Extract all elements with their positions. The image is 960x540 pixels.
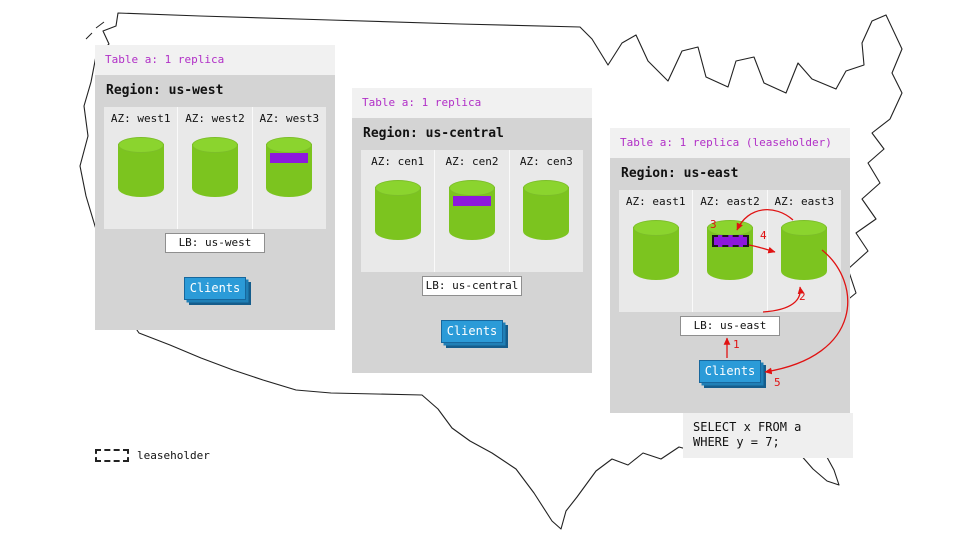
az-label: AZ: east3 <box>774 195 835 208</box>
cylinder-top <box>448 180 495 196</box>
sql-query-box: SELECT x FROM a WHERE y = 7; <box>683 413 853 458</box>
replica-cylinder <box>117 137 164 197</box>
arrow-step-label-2: 2 <box>799 290 806 303</box>
replica-cylinder <box>523 180 570 240</box>
table-a-replica-band <box>452 196 491 206</box>
sql-query-line-2: WHERE y = 7; <box>693 435 780 449</box>
az-column-cen2: AZ: cen2 <box>435 150 510 272</box>
az-box: AZ: east1 AZ: east2 AZ: east3 <box>619 190 841 312</box>
az-box: AZ: cen1 AZ: cen2 AZ: cen3 <box>361 150 583 272</box>
clients-button: Clients <box>441 320 503 343</box>
leaseholder-legend-label: leaseholder <box>137 449 210 462</box>
table-a-replica-band <box>270 153 309 163</box>
az-label: AZ: cen2 <box>445 155 499 168</box>
region-label: Region: us-central <box>363 126 504 141</box>
az-label: AZ: east1 <box>625 195 686 208</box>
clients-button: Clients <box>699 360 761 383</box>
load-balancer-box: LB: us-central <box>422 276 522 296</box>
cylinder-top <box>781 220 828 236</box>
cylinder-top <box>374 180 421 196</box>
load-balancer-box: LB: us-east <box>680 316 780 336</box>
table-replica-leaseholder-label: Table a: 1 replica (leaseholder) <box>610 128 850 158</box>
region-label: Region: us-east <box>621 166 739 181</box>
sql-query-line-1: SELECT x FROM a <box>693 420 802 434</box>
replica-cylinder <box>706 220 753 280</box>
leaseholder-replica-band <box>711 235 749 247</box>
coast-islands <box>85 21 105 40</box>
az-label: AZ: cen3 <box>519 155 573 168</box>
az-label: AZ: west1 <box>110 112 171 125</box>
replica-cylinder <box>448 180 495 240</box>
az-column-cen3: AZ: cen3 <box>510 150 583 272</box>
cylinder-top <box>117 137 164 153</box>
replica-cylinder <box>191 137 238 197</box>
region-panel-us-east: Table a: 1 replica (leaseholder) Region:… <box>610 128 850 413</box>
replica-cylinder <box>266 137 313 197</box>
az-label: AZ: east2 <box>700 195 760 208</box>
az-column-west2: AZ: west2 <box>178 107 253 229</box>
clients-button: Clients <box>184 277 246 300</box>
arrow-step-label-5: 5 <box>774 376 781 389</box>
az-column-east2: AZ: east2 <box>693 190 768 312</box>
az-column-west1: AZ: west1 <box>104 107 179 229</box>
az-column-east1: AZ: east1 <box>619 190 694 312</box>
cylinder-top <box>523 180 570 196</box>
cylinder-top <box>266 137 313 153</box>
cylinder-top <box>191 137 238 153</box>
arrow-step-label-4: 4 <box>760 229 767 242</box>
az-label: AZ: west3 <box>259 112 320 125</box>
arrow-step-label-3: 3 <box>710 218 717 231</box>
load-balancer-box: LB: us-west <box>165 233 265 253</box>
replica-cylinder <box>632 220 679 280</box>
region-panel-us-west: Table a: 1 replica Region: us-west AZ: w… <box>95 45 335 330</box>
region-panel-us-central: Table a: 1 replica Region: us-central AZ… <box>352 88 592 373</box>
table-replica-label: Table a: 1 replica <box>352 88 592 118</box>
az-column-cen1: AZ: cen1 <box>361 150 436 272</box>
replica-cylinder <box>374 180 421 240</box>
az-label: AZ: west2 <box>185 112 245 125</box>
cylinder-top <box>632 220 679 236</box>
replica-cylinder <box>781 220 828 280</box>
table-replica-label: Table a: 1 replica <box>95 45 335 75</box>
legend: leaseholder <box>95 449 210 462</box>
region-label: Region: us-west <box>106 83 224 98</box>
az-label: AZ: cen1 <box>371 155 425 168</box>
leaseholder-legend-swatch <box>95 449 129 462</box>
az-column-west3: AZ: west3 <box>253 107 326 229</box>
arrow-step-label-1: 1 <box>733 338 740 351</box>
az-box: AZ: west1 AZ: west2 AZ: west3 <box>104 107 326 229</box>
